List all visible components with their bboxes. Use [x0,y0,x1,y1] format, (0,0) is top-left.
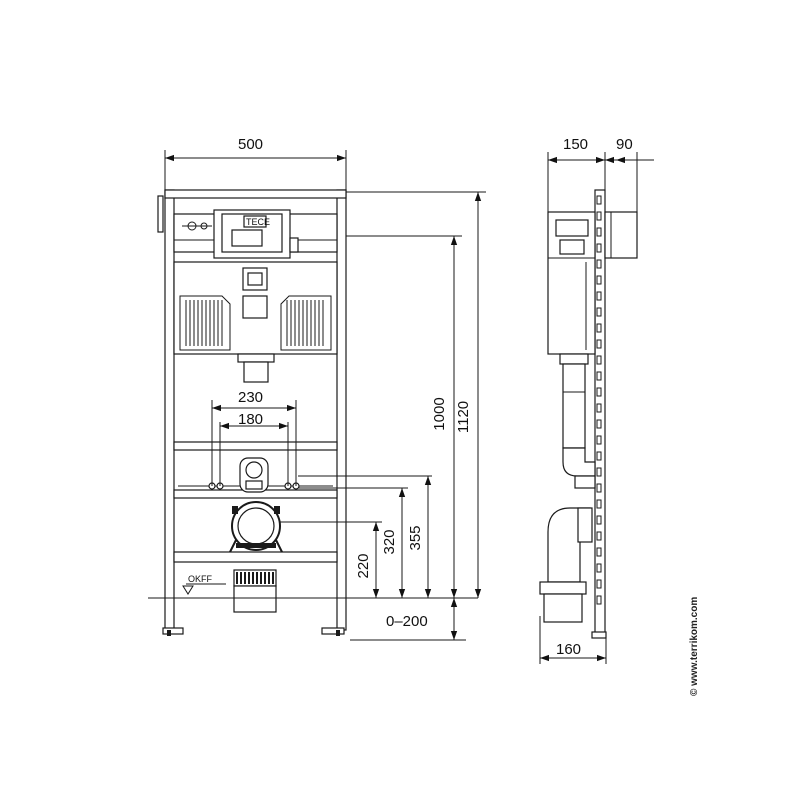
dim-depth-top: 150 [563,136,588,153]
side-view [539,152,638,664]
dim-foot-adjust: 0–200 [386,613,428,630]
dim-module-depth: 90 [616,136,633,153]
extension-lines [164,150,486,523]
front-dimensions: 500 230 180 1120 1000 355 320 220 0–200 [165,136,482,640]
floor-level-icon [182,585,194,595]
dim-width-front: 500 [238,136,263,153]
brand-plate: TECE [246,217,270,227]
right-foot [321,627,345,635]
top-rail [164,189,347,199]
actuator-module [604,211,638,259]
dim-height-total: 1120 [455,401,472,433]
drain-ring [231,501,281,551]
waste-outlet [233,585,277,613]
floor-level-label: OKFF [188,574,213,584]
cistern-ribs-left [179,295,231,351]
side-waste-outlet [543,593,583,623]
dim-bolt-spacing: 230 [238,389,263,406]
dim-foot-depth: 160 [556,641,581,658]
right-frame-post [336,189,347,631]
cross-rail-upper [173,441,338,451]
cross-rail-bottom [173,551,338,563]
watermark: © www.terrikom.com [689,597,700,696]
dim-height-actuator: 1000 [431,397,448,430]
dim-supply-height: 320 [381,529,398,554]
left-frame-post [164,189,175,631]
flush-pipe [243,361,269,383]
dim-bolt-height: 220 [355,553,372,578]
floor-level: OKFF [148,574,478,641]
side-dimensions: 150 90 160 [540,136,654,662]
flush-pipe-side [562,363,586,449]
left-foot [162,627,184,635]
front-view: TECE [157,189,347,636]
dim-drain-height: 355 [407,525,424,550]
cistern-ribs-right [280,295,332,351]
dim-supply-spacing: 180 [238,411,263,428]
